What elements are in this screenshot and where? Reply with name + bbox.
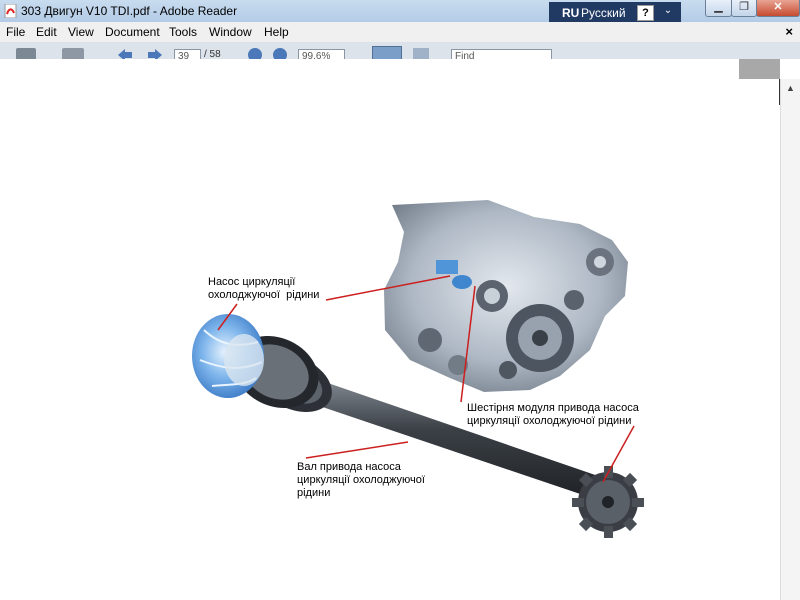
viewer-background	[739, 59, 780, 79]
label-drive-shaft-line-2: циркуляції охолоджуючої	[297, 474, 425, 486]
next-page-icon[interactable]	[146, 48, 164, 59]
menu-file[interactable]: File	[6, 25, 26, 39]
leader-lines	[217, 275, 635, 483]
print-icon[interactable]	[16, 48, 36, 59]
close-document-icon[interactable]: ×	[785, 24, 793, 39]
scroll-up-icon[interactable]: ▲	[786, 83, 795, 93]
zoom-out-icon[interactable]	[248, 48, 262, 59]
coolant-pump	[192, 314, 264, 398]
chevron-down-icon[interactable]: ⌄	[663, 5, 673, 16]
gear-end-leader-line	[602, 425, 635, 483]
language-code[interactable]: RU	[562, 6, 580, 20]
menu-bar: File Edit View Document Tools Window Hel…	[0, 22, 800, 42]
language-bar[interactable]: RU Русский ? ⌄	[549, 2, 681, 22]
menu-tools[interactable]: Tools	[169, 25, 198, 39]
shaft-leader-line	[305, 441, 409, 459]
fit-width-icon[interactable]	[413, 48, 429, 59]
menu-view[interactable]: View	[68, 25, 94, 39]
drive-gear	[572, 466, 644, 538]
page-total: / 58	[204, 49, 221, 60]
menu-edit[interactable]: Edit	[36, 25, 57, 39]
find-input[interactable]: Find	[451, 49, 552, 59]
pump-leader-line	[217, 303, 238, 331]
scroll-divider	[779, 79, 780, 105]
label-coolant-pump: Насос циркуляції охолоджуючої рідини	[208, 276, 319, 302]
window-title: 303 Двигун V10 TDI.pdf - Adobe Reader	[21, 4, 238, 18]
label-drive-gear-line-1: Шестірня модуля привода насоса	[467, 402, 639, 414]
drive-shaft	[290, 372, 604, 500]
gear-leader-line	[460, 285, 476, 403]
pump-engine-leader-line	[325, 275, 451, 301]
label-drive-gear: Шестірня модуля привода насоса циркуляці…	[467, 402, 639, 428]
zoom-input[interactable]: 99,6%	[298, 49, 345, 59]
help-icon[interactable]: ?	[637, 5, 654, 21]
menu-help[interactable]: Help	[264, 25, 289, 39]
previous-page-icon[interactable]	[116, 48, 134, 59]
menu-window[interactable]: Window	[209, 25, 252, 39]
vertical-scrollbar[interactable]: ▲	[780, 79, 800, 600]
language-name[interactable]: Русский	[581, 6, 626, 20]
label-drive-shaft: Вал привода насоса циркуляції охолоджуюч…	[297, 461, 425, 500]
zoom-in-icon[interactable]	[273, 48, 287, 59]
fit-page-icon[interactable]	[372, 46, 402, 59]
engine-block	[384, 200, 628, 392]
page-number-input[interactable]: 39	[174, 49, 201, 59]
menu-document[interactable]: Document	[105, 25, 160, 39]
email-icon[interactable]	[62, 48, 84, 59]
label-coolant-pump-line-2: охолоджуючої рідини	[208, 289, 320, 301]
label-drive-shaft-line-1: Вал привода насоса	[297, 461, 401, 473]
pdf-icon	[4, 4, 17, 18]
label-drive-shaft-line-3: рідини	[297, 487, 331, 499]
label-drive-gear-line-2: циркуляції охолоджуючої рідини	[467, 415, 632, 427]
label-coolant-pump-line-1: Насос циркуляції	[208, 276, 296, 288]
